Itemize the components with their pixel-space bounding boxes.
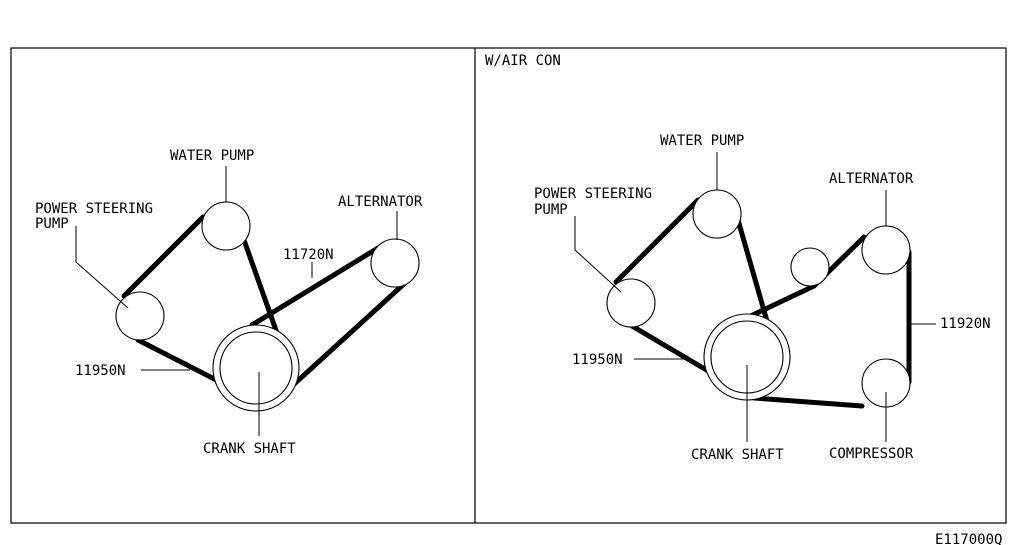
right-leader-power-steering <box>574 216 622 293</box>
figure-code: E117000Q <box>935 532 1002 545</box>
right-water-pump-pulley <box>692 189 742 239</box>
left-alternator-pulley <box>370 238 420 288</box>
right-label-power-steering-2: PUMP <box>534 202 568 218</box>
outer-frame <box>10 47 1007 524</box>
right-power-steering-pulley <box>606 278 656 328</box>
left-power-steering-pulley <box>115 291 165 341</box>
left-label-water-pump: WATER PUMP <box>170 148 254 164</box>
right-belt-ps-to-wp <box>613 197 701 285</box>
right-panel-title: W/AIR CON <box>485 53 561 69</box>
left-label-11720n: 11720N <box>283 247 334 263</box>
left-leader-power-steering <box>75 226 129 309</box>
left-label-alternator: ALTERNATOR <box>338 194 423 210</box>
right-label-power-steering-1: POWER STEERING <box>534 186 652 202</box>
right-panel: W/AIR CON WATER PUMP POWER STEERING PUMP… <box>485 53 991 463</box>
left-crank-pulley-inner <box>219 331 293 405</box>
right-label-11950n: 11950N <box>572 352 623 368</box>
right-idler-pulley <box>790 247 830 287</box>
right-label-crank-shaft: CRANK SHAFT <box>691 447 784 463</box>
right-belt-compressor-to-crank <box>751 395 865 409</box>
right-label-alternator: ALTERNATOR <box>829 171 914 187</box>
right-label-11920n: 11920N <box>940 316 991 332</box>
left-belt-crank-to-alt-upper <box>249 245 381 328</box>
left-panel: WATER PUMP POWER STEERING PUMP ALTERNATO… <box>35 148 423 457</box>
left-belt-ps-to-wp <box>121 214 206 299</box>
left-belt-crank-to-alt-lower <box>289 280 408 389</box>
left-label-crank-shaft: CRANK SHAFT <box>203 441 296 457</box>
left-water-pump-pulley <box>201 201 251 251</box>
right-belt-wp-to-crank <box>735 217 774 338</box>
right-alternator-pulley <box>861 225 911 275</box>
left-label-power-steering-2: PUMP <box>35 216 69 232</box>
right-label-compressor: COMPRESSOR <box>829 446 914 462</box>
left-label-power-steering-1: POWER STEERING <box>35 201 153 217</box>
right-label-water-pump: WATER PUMP <box>660 133 744 149</box>
left-label-11950n: 11950N <box>75 363 126 379</box>
